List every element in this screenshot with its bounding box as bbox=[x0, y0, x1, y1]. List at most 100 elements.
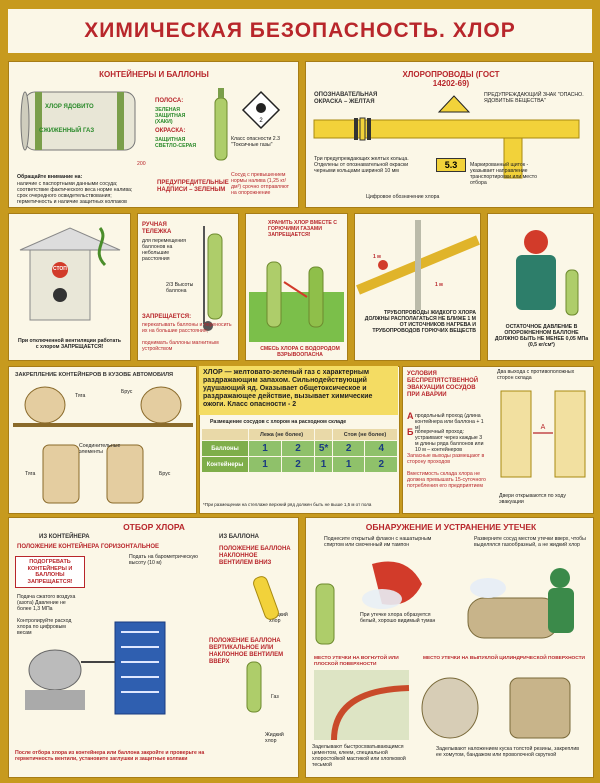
storage-panel: ХРАНИТЬ ХЛОР ВМЕСТЕ С ГОРЮЧИМИ ГАЗАМИ ЗА… bbox=[245, 213, 348, 361]
marker-note: Маркированный щиток - указывает направле… bbox=[470, 162, 537, 186]
barrel-text-1: ХЛОР ЯДОВИТО bbox=[45, 104, 94, 110]
tilted-position: ПОЛОЖЕНИЕ БАЛЛОНА НАКЛОННОЕ ВЕНТИЛЕМ ВНИ… bbox=[219, 546, 291, 566]
evac-doors-top: Два выхода с противоположных сторон скла… bbox=[497, 369, 575, 381]
convex-fix-note: Заделывают наложением куска толстой рези… bbox=[436, 746, 579, 758]
cart-panel: РУЧНАЯ ТЕЛЕЖКА для перемещения баллонов … bbox=[137, 213, 239, 361]
table-row: Баллоны 1 2 5* 2 4 bbox=[201, 440, 398, 457]
liquid-label-2: Жидкий хлор bbox=[265, 732, 284, 744]
cart-cylinder-icon bbox=[203, 226, 223, 331]
leaks-panel: ОБНАРУЖЕНИЕ И УСТРАНЕНИЕ УТЕЧЕК Поднесит… bbox=[305, 517, 594, 778]
pipes-hot-icon bbox=[356, 220, 480, 310]
truck-panel: ЗАКРЕПЛЕНИЕ КОНТЕЙНЕРОВ В КУЗОВЕ АВТОМОБ… bbox=[8, 366, 197, 514]
label-beam: Брус bbox=[121, 389, 133, 395]
svg-text:2: 2 bbox=[259, 118, 263, 124]
cart-forbidden-item: перекатывать баллоны и переносить их на … bbox=[142, 322, 232, 334]
vertical-position: ПОЛОЖЕНИЕ БАЛЛОНА ВЕРТИКАЛЬНОЕ ИЛИ НАКЛО… bbox=[209, 638, 284, 665]
flat-fix-note: Заделывают быстросхватывающимся цементом… bbox=[312, 744, 406, 768]
attention-item: наличие с паспортными данными сосуда; bbox=[17, 181, 118, 187]
flat-place: МЕСТО УТЕЧКИ НА ВОГНУТОЙ ИЛИ ПЛОСКОЙ ПОВ… bbox=[314, 656, 399, 667]
container-barrel-icon bbox=[20, 91, 136, 151]
evac-doors-note: Запасные выходы размещают в сторону прох… bbox=[407, 453, 485, 465]
ammonia-note: Поднесите открытый флакон с нашатырным с… bbox=[324, 536, 432, 548]
dimension-label: 200 bbox=[137, 161, 146, 167]
evac-capacity-note: Вместимость склада хлора не должна превы… bbox=[407, 471, 486, 489]
label-beam2: Брус bbox=[159, 471, 171, 477]
table-row: Контейнеры 1 2 1 1 2 bbox=[201, 456, 398, 473]
evac-a-label: А bbox=[407, 411, 414, 421]
convex-place: МЕСТО УТЕЧКИ НА ВЫПУКЛОЙ ЦИЛИНДРИЧЕСКОЙ … bbox=[422, 656, 585, 661]
residual-panel: ОСТАТОЧНОЕ ДАВЛЕНИЕ В ОПОРОЖНЕННОМ БАЛЛО… bbox=[487, 213, 594, 361]
booth-panel: СТОП При отключенной вентиляции работать… bbox=[8, 213, 131, 361]
chlorine-description: ХЛОР — желтовато-зеленый газ с характерн… bbox=[199, 366, 398, 415]
after-sampling: После отбора хлора из контейнера или бал… bbox=[15, 750, 205, 762]
residual-caption: ОСТАТОЧНОЕ ДАВЛЕНИЕ В ОПОРОЖНЕННОМ БАЛЛО… bbox=[494, 324, 589, 348]
class-note: Класс опасности 2.3 "Токсичные газы" bbox=[231, 136, 281, 148]
evaporator-icon bbox=[25, 621, 166, 715]
col-header-lying: Лежа (не более) bbox=[247, 428, 316, 441]
attention-item: герметичность и наличие защитных колпако… bbox=[17, 199, 127, 205]
warn-label: ПРЕДУПРЕДИТЕЛЬНЫЕ НАДПИСИ – ЗЕЛЕНЫМ bbox=[157, 180, 229, 193]
stripes-desc: ЗЕЛЕНАЯ ЗАЩИТНАЯ (ХАКИ) bbox=[155, 107, 186, 125]
storage-warning: ХРАНИТЬ ХЛОР ВМЕСТЕ С ГОРЮЧИМИ ГАЗАМИ ЗА… bbox=[268, 220, 338, 238]
pipes-hot-panel: 1 м 1 м ТРУБОПРОВОДЫ ЖИДКОГО ХЛОРА ДОЛЖН… bbox=[354, 213, 481, 361]
label-connect: Соединительные элементы bbox=[79, 443, 121, 455]
fog-note: При утечке хлора образуется белый, хорош… bbox=[360, 612, 436, 624]
warehouse-layout-icon: А bbox=[500, 390, 586, 478]
table-title: Размещение сосудов с хлором на расходном… bbox=[210, 419, 347, 425]
horizontal-position: ПОЛОЖЕНИЕ КОНТЕЙНЕРА ГОРИЗОНТАЛЬНОЕ bbox=[17, 544, 160, 550]
from-container: ИЗ КОНТЕЙНЕРА bbox=[39, 534, 90, 540]
attention-item: соответствие фактического веса норме нал… bbox=[17, 187, 133, 193]
sign-note: ПРЕДУПРЕЖДАЮЩИЙ ЗНАК "ОПАСНО. ЯДОВИТЫЕ В… bbox=[484, 92, 584, 104]
pipeline-icon bbox=[313, 95, 580, 179]
convex-repair-icon bbox=[421, 677, 571, 739]
booth-icon bbox=[19, 227, 121, 321]
attention-list: наличие с паспортными данными сосуда; со… bbox=[17, 181, 157, 205]
dist-1: 1 м bbox=[373, 254, 381, 260]
stop-sign: СТОП bbox=[53, 266, 67, 272]
gas-cylinder-icon bbox=[214, 88, 228, 161]
evac-doors-bottom: Двери открываются по ходу эвакуации bbox=[499, 493, 566, 505]
attention-title: Обращайте внимание на: bbox=[17, 174, 83, 180]
control-note: Контролируйте расход хлора по цифровым в… bbox=[17, 618, 72, 636]
gas-mask-worker-icon bbox=[516, 230, 579, 316]
to-evaporator: Подать на барометрическую высоту (10 м) bbox=[129, 554, 198, 566]
attention-item: срок очередного освидетельствования; bbox=[17, 193, 112, 199]
pipes-hot-caption: ТРУБОПРОВОДЫ ЖИДКОГО ХЛОРА ДОЛЖНЫ РАСПОЛ… bbox=[364, 310, 476, 334]
evac-b-text: поперечный проход: устраивают через кажд… bbox=[415, 429, 484, 453]
stripes-label: ПОЛОСА: bbox=[155, 98, 184, 104]
storage-scene-icon bbox=[249, 261, 344, 342]
evac-heading: Условия беспрепятственной эвакуации сосу… bbox=[407, 371, 479, 398]
storage-table: Лежа (не более) Стоя (не более) Баллоны … bbox=[201, 428, 399, 473]
cart-forbidden: ЗАПРЕЩАЕТСЯ: bbox=[142, 314, 192, 320]
cylinder-sampling-icon bbox=[246, 576, 279, 713]
cart-forbidden-item: поднимать баллоны магнитным устройством bbox=[142, 340, 219, 352]
leak-fix-worker-icon bbox=[467, 568, 574, 639]
paint-label: ОКРАСКА: bbox=[155, 128, 186, 134]
evac-a-text: продольный проход (длина контейнера или … bbox=[415, 413, 484, 431]
toxic-sign-icon: 2 bbox=[241, 90, 281, 130]
cart-heading: РУЧНАЯ ТЕЛЕЖКА bbox=[142, 222, 172, 235]
row-label: Баллоны bbox=[201, 440, 249, 457]
page-title: ХИМИЧЕСКАЯ БЕЗОПАСНОСТЬ. ХЛОР bbox=[8, 9, 592, 53]
booth-caption: При отключенной вентиляции работать с хл… bbox=[18, 338, 121, 350]
pipelines-heading: ХЛОРОПРОВОДЫ (ГОСТ 14202-69) bbox=[402, 70, 500, 88]
cart-ratio: 2/3 Высоты баллона bbox=[166, 282, 194, 294]
col-header-standing: Стоя (не более) bbox=[331, 428, 399, 441]
ammonia-test-icon bbox=[315, 561, 422, 645]
paint-desc: ЗАЩИТНАЯ СВЕТЛО-СЕРАЯ bbox=[155, 137, 197, 149]
containers-heading: КОНТЕЙНЕРЫ И БАЛЛОНЫ bbox=[99, 70, 209, 79]
marker-plate: 5.3 bbox=[436, 158, 466, 172]
cart-purpose: для перемещения баллонов на небольшие ра… bbox=[142, 238, 186, 262]
label-tie: Тяга bbox=[75, 393, 86, 399]
sampling-panel: ОТБОР ХЛОРА ИЗ КОНТЕЙНЕРА ПОЛОЖЕНИЕ КОНТ… bbox=[8, 517, 299, 778]
truck-containers-icon bbox=[13, 386, 193, 504]
svg-text:А: А bbox=[541, 424, 546, 431]
from-cylinder: ИЗ БАЛЛОНА bbox=[219, 534, 259, 540]
digital-note: Цифровое обозначение хлора bbox=[366, 194, 440, 200]
evac-b-label: Б bbox=[407, 427, 414, 437]
evacuation-panel: Условия беспрепятственной эвакуации сосу… bbox=[402, 366, 594, 514]
pipelines-panel: ХЛОРОПРОВОДЫ (ГОСТ 14202-69) ОПОЗНАВАТЕЛ… bbox=[305, 61, 594, 208]
sampling-heading: ОТБОР ХЛОРА bbox=[123, 522, 185, 532]
containers-panel: КОНТЕЙНЕРЫ И БАЛЛОНЫ ХЛОР ЯДОВИТО СЖИЖЕН… bbox=[8, 61, 299, 208]
row-label: Контейнеры bbox=[201, 456, 249, 473]
